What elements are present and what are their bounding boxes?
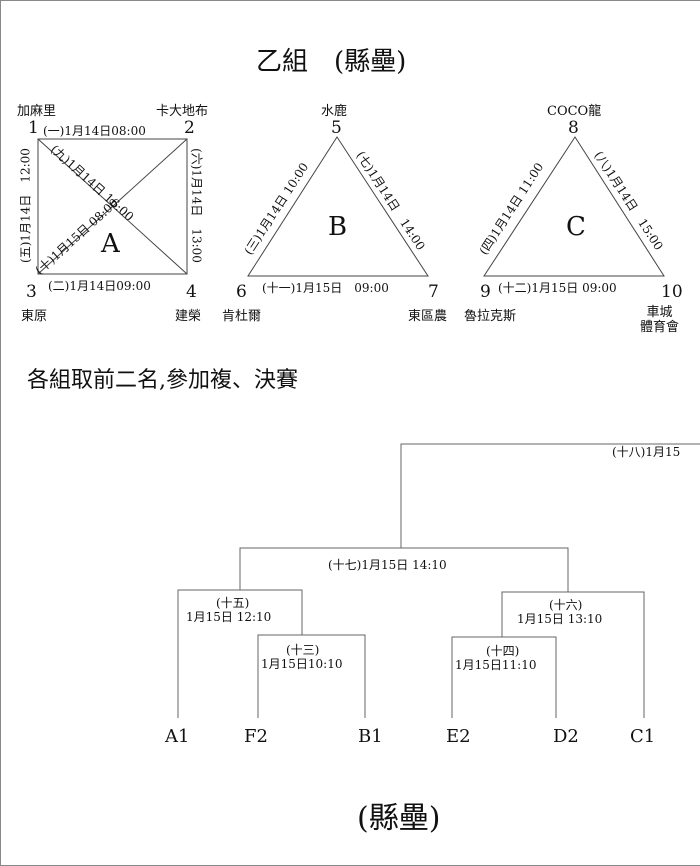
team-number-9: 9 [480, 282, 491, 302]
bracket-label-18: (十八)1月15 [612, 445, 681, 459]
seed-f2: F2 [244, 726, 268, 747]
seed-b1: B1 [358, 726, 383, 747]
group-b-triangle [247, 136, 429, 277]
team-number-7: 7 [428, 282, 439, 302]
page-title: 乙組 (縣壘) [256, 47, 407, 77]
group-c-triangle [483, 136, 665, 277]
team-number-10: 10 [661, 282, 683, 302]
bracket-line-15 [177, 589, 303, 718]
team-name-1: 加麻里 [17, 104, 57, 119]
seed-d2: D2 [553, 726, 579, 747]
game-label-1: (一)1月14日08:00 [43, 124, 146, 138]
bracket-label-17: (十七)1月15日 14:10 [328, 558, 447, 572]
bracket-time-14: 1月15日11:10 [455, 658, 537, 672]
group-a-diagonal-2-3 [37, 138, 188, 275]
bracket-time-13: 1月15日10:10 [261, 657, 343, 671]
bracket-label-16: (十六) [549, 598, 583, 612]
team-number-5: 5 [331, 118, 342, 138]
team-name-8: COCO龍 [547, 104, 602, 119]
qualification-note: 各組取前二名,參加複、決賽 [27, 368, 298, 393]
seed-c1: C1 [630, 726, 656, 747]
team-number-8: 8 [568, 118, 579, 138]
bracket-label-15: (十五) [216, 596, 250, 610]
team-name-2: 卡大地布 [156, 104, 209, 119]
group-a-letter: A [101, 229, 120, 259]
bracket-line-18 [400, 443, 700, 548]
game-label-11: (十一)1月15日 09:00 [262, 281, 389, 295]
team-name-10: 車城 體育會 [640, 305, 680, 335]
bracket-line-17 [239, 547, 569, 592]
page-border-left [0, 0, 1, 866]
seed-a1: A1 [165, 726, 190, 747]
team-name-3: 東原 [21, 309, 48, 324]
game-label-2: (二)1月14日09:00 [48, 279, 151, 293]
team-number-3: 3 [26, 282, 37, 302]
team-number-4: 4 [186, 282, 197, 302]
footer-title: (縣壘) [357, 801, 441, 836]
seed-e2: E2 [446, 726, 471, 747]
team-name-7: 東區農 [408, 309, 448, 324]
game-label-12: (十二)1月15日 09:00 [498, 281, 617, 295]
bracket-line-14 [451, 636, 557, 718]
group-b-letter: B [328, 212, 348, 242]
team-number-2: 2 [184, 118, 195, 138]
bracket-label-14: (十四) [486, 644, 520, 658]
game-label-5: (五)1月14日 12:00 [18, 148, 33, 263]
bracket-time-16: 1月15日 13:10 [517, 612, 603, 626]
game-label-6: (六)1月14日 13:00 [189, 148, 204, 263]
team-name-5: 水鹿 [321, 104, 348, 119]
page-border-top [0, 0, 700, 1]
bracket-label-13: (十三) [286, 643, 320, 657]
team-name-6: 肯杜爾 [222, 309, 262, 324]
team-number-6: 6 [236, 282, 247, 302]
bracket-line-16 [501, 591, 645, 718]
team-number-1: 1 [28, 118, 39, 138]
bracket-time-15: 1月15日 12:10 [186, 610, 272, 624]
bracket-line-13 [257, 634, 366, 718]
group-c-letter: C [566, 212, 586, 242]
team-name-9: 魯拉克斯 [464, 309, 517, 324]
team-name-4: 建榮 [175, 309, 202, 324]
group-a-square [37, 138, 188, 275]
